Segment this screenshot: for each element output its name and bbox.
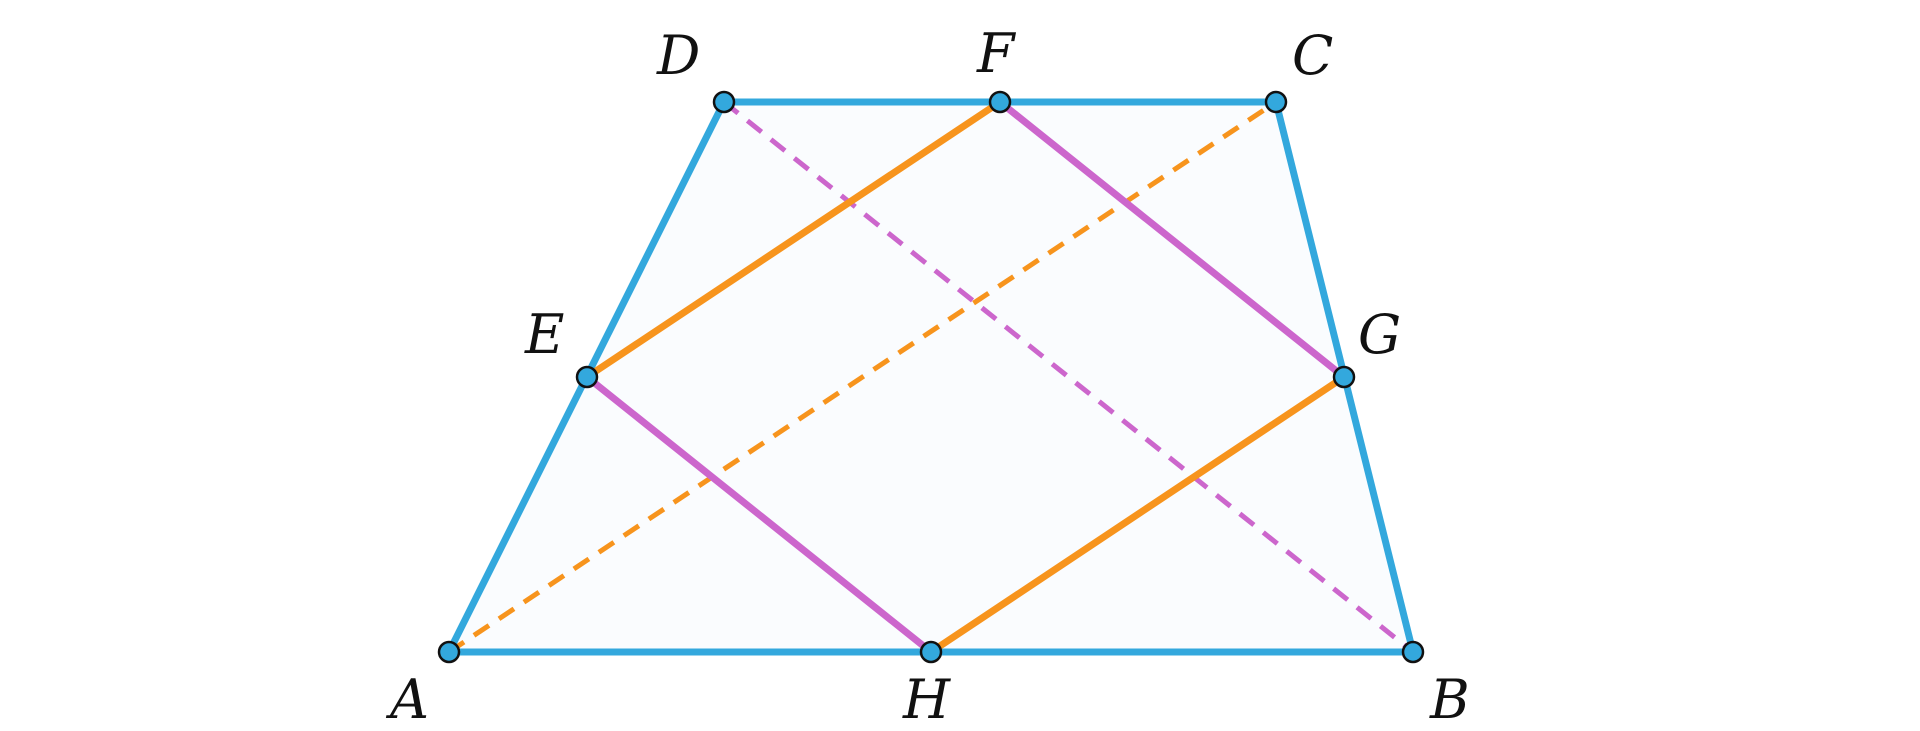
label-g: G	[1358, 303, 1401, 366]
label-h: H	[902, 668, 951, 731]
point-a	[437, 640, 461, 664]
point-h	[919, 640, 943, 664]
segment-fg	[996, 98, 1348, 381]
segment-ef	[583, 98, 1004, 381]
diagonal-ac	[447, 99, 1278, 655]
segment-eh	[583, 373, 935, 656]
label-b: B	[1429, 668, 1470, 731]
label-f: F	[976, 22, 1017, 85]
point-g	[1332, 365, 1356, 389]
point-e	[575, 365, 599, 389]
label-e: E	[524, 303, 564, 366]
point-f	[988, 90, 1012, 114]
label-c: C	[1292, 24, 1333, 87]
point-b	[1401, 640, 1425, 664]
segment-hg	[927, 373, 1348, 656]
point-c	[1264, 90, 1288, 114]
label-a: A	[385, 668, 429, 731]
diagonal-db	[722, 100, 1415, 654]
label-d: D	[656, 24, 700, 87]
point-d	[712, 90, 736, 114]
